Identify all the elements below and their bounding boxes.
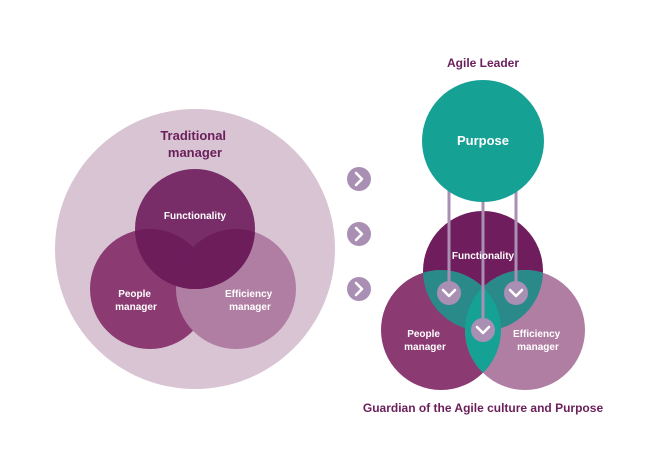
right-people-label: People manager — [404, 329, 446, 353]
left-functionality-label: Functionality — [164, 211, 227, 222]
down-badge-left — [437, 281, 461, 305]
chevron-down-icon — [508, 288, 524, 298]
arrow-badge-1 — [347, 167, 371, 191]
agile-caption: Guardian of the Agile culture and Purpos… — [363, 401, 604, 415]
right-functionality-label: Functionality — [452, 251, 515, 262]
down-badge-center — [471, 318, 495, 342]
purpose-label: Purpose — [457, 133, 509, 148]
left-functionality-circle — [135, 169, 255, 289]
traditional-title: Traditional manager — [160, 128, 229, 160]
left-people-label: People manager — [115, 289, 157, 313]
chevron-down-icon — [441, 288, 457, 298]
chevron-right-icon — [354, 171, 364, 187]
chevron-down-icon — [475, 325, 491, 335]
down-badge-right — [504, 281, 528, 305]
purpose-circle — [422, 80, 544, 202]
left-efficiency-label: Efficiency manager — [225, 289, 275, 313]
chevron-right-icon — [354, 281, 364, 297]
agile-leader-title: Agile Leader — [447, 56, 519, 70]
chevron-right-icon — [354, 226, 364, 242]
arrow-badge-2 — [347, 222, 371, 246]
right-efficiency-label: Efficiency manager — [513, 329, 563, 353]
arrow-badge-3 — [347, 277, 371, 301]
